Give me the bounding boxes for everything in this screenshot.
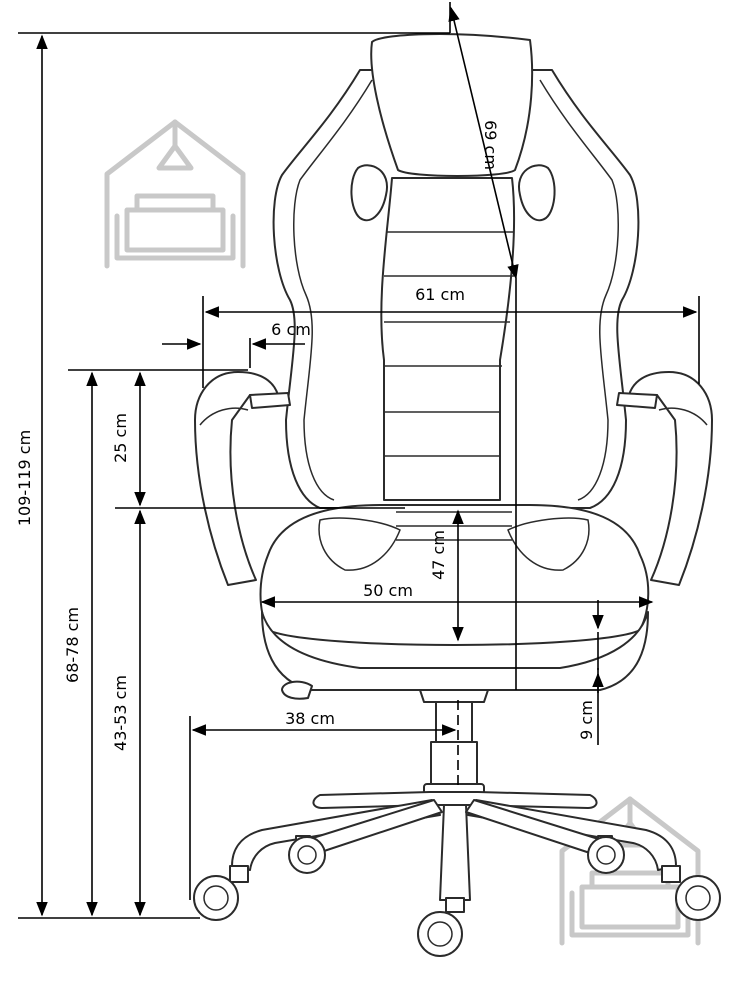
mechanism <box>419 689 489 703</box>
chair-drawing <box>193 33 721 957</box>
seat-depth-label: 47 cm <box>429 530 448 580</box>
headrest-slot-right <box>517 164 556 222</box>
backrest-height-label: 69 cm <box>481 120 500 170</box>
tilt-lever <box>281 680 313 700</box>
headrest <box>370 33 534 177</box>
seat-thickness-label: 9 cm <box>577 700 596 740</box>
armrest-to-seat-label: 25 cm <box>111 413 130 463</box>
total-height-label: 109-119 cm <box>15 430 34 526</box>
armrest-height-label: 68-78 cm <box>63 607 82 683</box>
seat-height-label: 43-53 cm <box>111 675 130 751</box>
base-radius-label: 38 cm <box>285 709 335 728</box>
caster <box>417 897 465 957</box>
armrest-right <box>628 371 713 586</box>
armrest-width-label: 6 cm <box>271 320 311 339</box>
dimension-lines <box>18 2 700 919</box>
headrest-slot-left <box>350 164 389 222</box>
backrest-width-label: 61 cm <box>415 285 465 304</box>
caster <box>661 865 721 921</box>
gas-cylinder <box>430 741 478 791</box>
back-center-panel <box>380 177 516 501</box>
seat-front <box>261 611 649 691</box>
house-sofa-watermark-icon <box>104 119 246 269</box>
gas-cylinder-cover <box>435 701 473 743</box>
seat-width-label: 50 cm <box>363 581 413 600</box>
caster <box>587 835 625 874</box>
caster <box>193 865 249 921</box>
caster <box>288 835 326 874</box>
armrest-left <box>194 371 279 586</box>
